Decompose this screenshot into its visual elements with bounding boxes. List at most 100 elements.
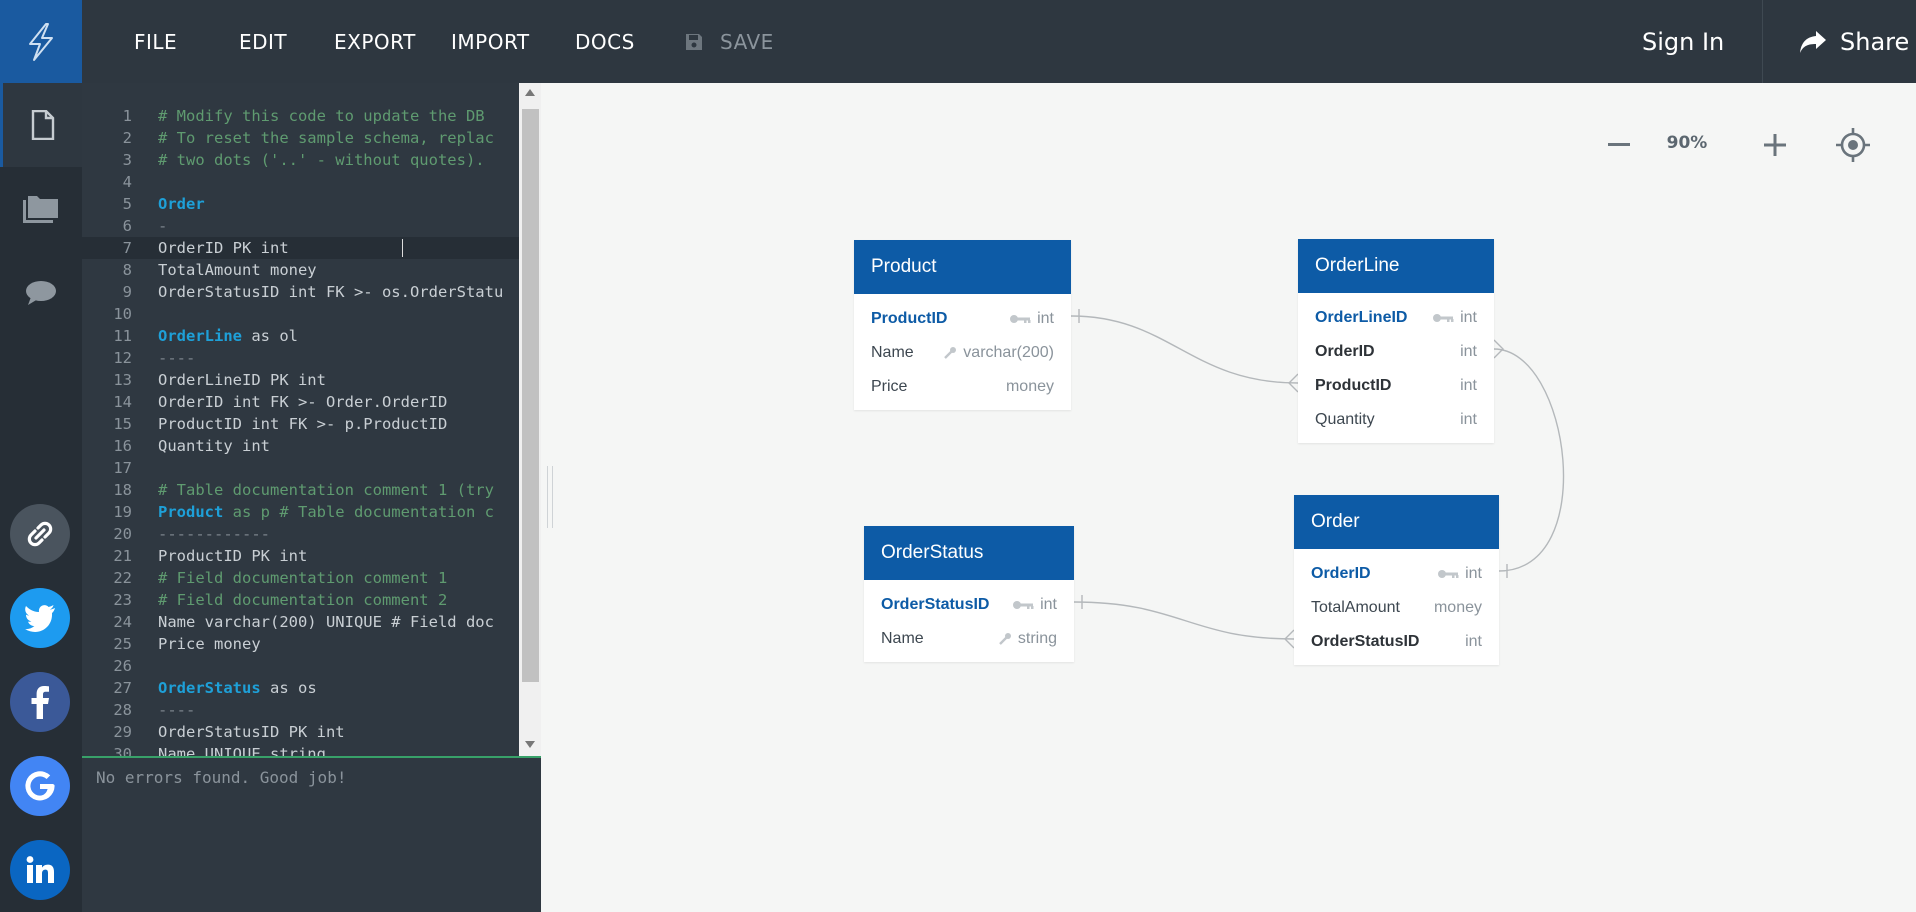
- save-button[interactable]: SAVE: [684, 0, 774, 83]
- line-number: 11: [113, 327, 132, 345]
- share-label: Share: [1840, 28, 1910, 56]
- code-line[interactable]: 26: [82, 655, 519, 677]
- code-line[interactable]: 3 # two dots ('..' - without quotes).: [82, 149, 519, 171]
- field-row[interactable]: OrderStatusID int: [1294, 625, 1499, 659]
- field-row[interactable]: OrderStatusID int: [864, 588, 1074, 622]
- scroll-thumb[interactable]: [522, 109, 539, 682]
- social-twitter-button[interactable]: [10, 588, 70, 648]
- line-number: 8: [122, 261, 132, 279]
- menu-file[interactable]: FILE: [134, 30, 178, 54]
- menu-import[interactable]: IMPORT: [451, 30, 530, 54]
- sign-in-button[interactable]: Sign In: [1642, 28, 1725, 56]
- scroll-down-arrow[interactable]: [525, 741, 535, 748]
- table-title: OrderStatus: [864, 526, 1074, 580]
- table-orderline[interactable]: OrderLine OrderLineID int OrderID int Pr…: [1298, 239, 1494, 443]
- field-type: money: [1005, 378, 1054, 395]
- line-text: Name varchar(200) UNIQUE # Field doc: [158, 613, 494, 631]
- code-line[interactable]: 20------------: [82, 523, 519, 545]
- code-line[interactable]: 12----: [82, 347, 519, 369]
- code-line[interactable]: 28----: [82, 699, 519, 721]
- social-facebook-button[interactable]: [10, 672, 70, 732]
- zoom-out-button[interactable]: [1604, 130, 1634, 160]
- code-line[interactable]: 6-: [82, 215, 519, 237]
- line-number: 25: [113, 635, 132, 653]
- diagram-canvas[interactable]: [541, 83, 1916, 912]
- panel-resize-handle[interactable]: [547, 466, 553, 528]
- code-line[interactable]: 4: [82, 171, 519, 193]
- share-button[interactable]: Share: [1798, 0, 1909, 83]
- line-number: 3: [122, 151, 132, 169]
- field-name: ProductID: [871, 310, 948, 327]
- code-line[interactable]: 22# Field documentation comment 1: [82, 567, 519, 589]
- line-number: 5: [122, 195, 132, 213]
- line-text: OrderLine as ol: [158, 325, 298, 347]
- lightning-icon: [29, 22, 53, 61]
- sidebar-item-folders[interactable]: [0, 167, 82, 251]
- field-row[interactable]: Quantity int: [1298, 403, 1494, 437]
- field-row[interactable]: TotalAmount money: [1294, 591, 1499, 625]
- menu-edit[interactable]: EDIT: [239, 30, 288, 54]
- field-row[interactable]: ProductID int: [854, 302, 1071, 336]
- sidebar-item-document[interactable]: [0, 83, 82, 167]
- code-line[interactable]: 18# Table documentation comment 1 (try: [82, 479, 519, 501]
- linkedin-icon: [26, 856, 54, 883]
- key-icon: [1013, 600, 1034, 609]
- code-line[interactable]: 24 Name varchar(200) UNIQUE # Field doc: [82, 611, 519, 633]
- social-link-button[interactable]: [10, 504, 70, 564]
- field-name: OrderStatusID: [881, 596, 990, 613]
- social-linkedin-button[interactable]: [10, 840, 70, 900]
- table-order[interactable]: Order OrderID int TotalAmount money Orde…: [1294, 495, 1499, 665]
- recenter-button[interactable]: [1834, 126, 1872, 164]
- text-cursor: [402, 239, 403, 257]
- field-row[interactable]: OrderID int: [1294, 557, 1499, 591]
- table-product[interactable]: Product ProductID int Name varchar(200) …: [854, 240, 1071, 410]
- field-type: varchar(200): [963, 344, 1054, 361]
- menu-docs[interactable]: DOCS: [575, 30, 635, 54]
- menu-export[interactable]: EXPORT: [334, 30, 416, 54]
- code-line[interactable]: 10: [82, 303, 519, 325]
- code-line[interactable]: 1# Modify this code to update the DB: [82, 105, 519, 127]
- field-row[interactable]: OrderID int: [1298, 335, 1494, 369]
- field-name: Price: [871, 378, 908, 395]
- code-line[interactable]: 17: [82, 457, 519, 479]
- table-orderstatus[interactable]: OrderStatus OrderStatusID int Name strin…: [864, 526, 1074, 662]
- field-type-wrap: string: [998, 622, 1057, 656]
- field-row[interactable]: ProductID int: [1298, 369, 1494, 403]
- field-type-wrap: int: [1432, 301, 1477, 335]
- line-text: OrderStatusID PK int: [158, 723, 345, 741]
- line-text: # two dots ('..' - without quotes).: [158, 151, 485, 169]
- social-google-button[interactable]: [10, 756, 70, 816]
- editor-scrollbar[interactable]: [519, 83, 541, 756]
- code-line[interactable]: 11 OrderLine as ol: [82, 325, 519, 347]
- code-editor[interactable]: 1# Modify this code to update the DB 2# …: [82, 83, 519, 756]
- line-number: 24: [113, 613, 132, 631]
- code-line[interactable]: 2# To reset the sample schema, replac: [82, 127, 519, 149]
- field-row[interactable]: Name varchar(200): [854, 336, 1071, 370]
- line-number: 16: [113, 437, 132, 455]
- field-row[interactable]: Price money: [854, 370, 1071, 404]
- sidebar-item-comments[interactable]: [0, 251, 82, 335]
- code-line[interactable]: 23# Field documentation comment 2: [82, 589, 519, 611]
- scroll-up-arrow[interactable]: [525, 89, 535, 96]
- field-row[interactable]: OrderLineID int: [1298, 301, 1494, 335]
- logo[interactable]: [0, 0, 82, 83]
- line-text: ----: [158, 701, 196, 719]
- line-number: 20: [113, 525, 132, 543]
- field-row[interactable]: Name string: [864, 622, 1074, 656]
- zoom-in-button[interactable]: [1760, 130, 1790, 160]
- line-number: 14: [113, 393, 132, 411]
